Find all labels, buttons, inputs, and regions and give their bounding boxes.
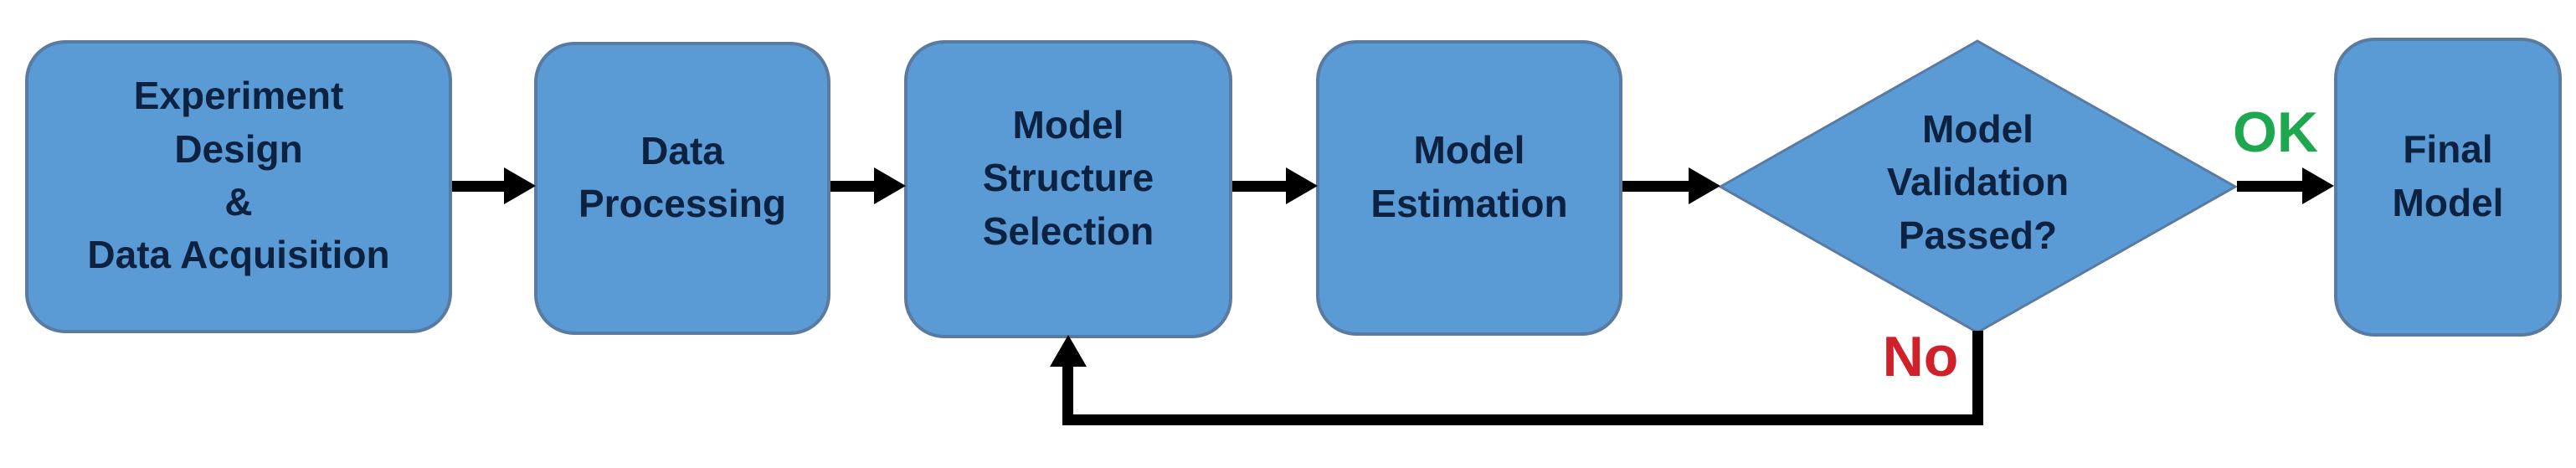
arrow-3-shaft bbox=[1232, 181, 1286, 192]
diamond-polygon bbox=[1717, 39, 2239, 334]
arrow-3-head-icon bbox=[1286, 167, 1318, 204]
node-experiment-design-label: Experiment Design & Data Acquisition bbox=[87, 74, 390, 277]
node-data-processing: Data Processing bbox=[534, 42, 830, 335]
node-final-model: Final Model bbox=[2334, 38, 2562, 337]
label-no: No bbox=[1882, 325, 1959, 388]
node-experiment-design: Experiment Design & Data Acquisition bbox=[25, 40, 452, 333]
arrow-2-head-icon bbox=[874, 167, 906, 204]
feedback-arrow-head-icon bbox=[1050, 335, 1087, 367]
label-ok: OK bbox=[2233, 100, 2318, 164]
node-model-structure-selection: Model Structure Selection bbox=[904, 40, 1232, 338]
feedback-line-down bbox=[1972, 331, 1983, 425]
arrow-2-shaft bbox=[830, 181, 874, 192]
arrow-5-shaft bbox=[2237, 181, 2302, 192]
node-data-processing-label: Data Processing bbox=[578, 128, 786, 225]
arrow-4-head-icon bbox=[1689, 167, 1720, 204]
arrow-5-head-icon bbox=[2302, 167, 2334, 204]
decision-model-validation-shape bbox=[1717, 39, 2239, 334]
node-model-structure-selection-label: Model Structure Selection bbox=[982, 102, 1154, 253]
decision-model-validation-label: Model Validation Passed? bbox=[1886, 106, 2070, 257]
node-final-model-label: Final Model bbox=[2392, 127, 2504, 224]
node-model-estimation-label: Model Estimation bbox=[1370, 128, 1568, 225]
arrow-1-head-icon bbox=[504, 167, 536, 204]
feedback-line-up bbox=[1062, 367, 1073, 425]
arrow-4-shaft bbox=[1622, 181, 1689, 192]
decision-model-validation: Model Validation Passed? bbox=[1775, 77, 2181, 288]
feedback-line-horizontal bbox=[1062, 414, 1983, 425]
node-model-estimation: Model Estimation bbox=[1316, 40, 1622, 336]
arrow-1-shaft bbox=[452, 181, 504, 192]
